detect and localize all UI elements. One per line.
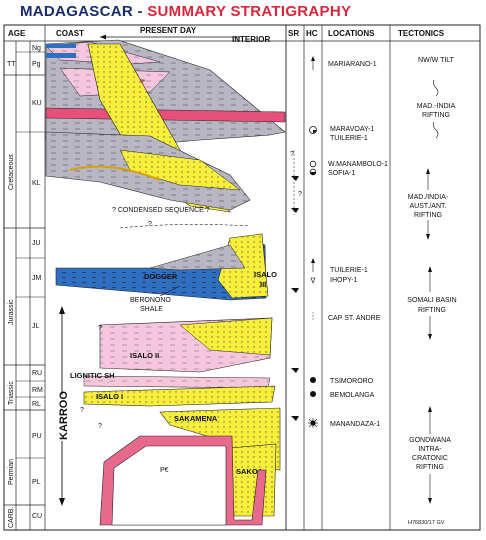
ku-red-band (45, 107, 286, 123)
epoch-rl: RL (32, 401, 41, 408)
tect-gondwana-3: CRATONIC (412, 455, 448, 462)
loc-bemolanga: BEMOLANGA (330, 392, 375, 399)
isalo-ii-label: ISALO II (130, 351, 159, 360)
tect-mad-india-2: RIFTING (422, 112, 450, 119)
sakoa-unit (229, 443, 277, 517)
hc-markers (308, 56, 318, 428)
chart-frame (3, 24, 481, 531)
tect-somali-2: RIFTING (418, 307, 446, 314)
loc-tuilerie-2: TUILERIE-1 (330, 267, 368, 274)
epoch-cu: CU (32, 513, 42, 520)
svg-text:?: ? (290, 151, 294, 158)
epoch-jm: JM (32, 275, 42, 282)
epoch-ru: RU (32, 370, 42, 377)
epoch-ng: Ng (32, 45, 41, 52)
basement-inner (111, 445, 227, 526)
loc-tsimororo: TSIMORORO (330, 378, 374, 385)
question-mark-4: ? (98, 423, 102, 430)
sakamena-label: SAKAMENA (174, 414, 218, 423)
epoch-jl: JL (32, 323, 40, 330)
header-present-day: PRESENT DAY (140, 26, 197, 35)
loc-maravoay: MARAVOAY-1 (330, 126, 374, 133)
question-mark-2: ? (98, 325, 102, 332)
period-permian: Permian (8, 459, 15, 485)
figure-id: H76830/17 GV (408, 520, 445, 526)
beronono-label-1: BERONONO (130, 297, 171, 304)
tect-gondwana-2: INTRA- (418, 446, 442, 453)
tect-mad-aust-3: RIFTING (414, 212, 442, 219)
tect-mad-aust-2: AUST./ANT. (410, 203, 447, 210)
figure-title: MADAGASCAR - SUMMARY STRATIGRAPHY (20, 3, 351, 20)
header-sr: SR (288, 29, 299, 38)
header-tectonics: TECTONICS (398, 29, 445, 38)
tect-mad-aust-1: MAD./INDIA- (408, 194, 449, 201)
period-cretaceous: Cretaceous (8, 154, 15, 190)
dogger-label: DOGGER (144, 272, 178, 281)
period-tertiary: TT (7, 61, 16, 68)
title-part1: MADAGASCAR - (20, 3, 148, 20)
epoch-pl: PL (32, 479, 41, 486)
loc-sofia: SOFIA-1 (328, 170, 355, 177)
period-triassic: Triassic (8, 381, 15, 405)
epoch-pg: Pg (32, 61, 41, 68)
title-part2: SUMMARY STRATIGRAPHY (147, 3, 352, 20)
epoch-ju: JU (32, 240, 41, 247)
precambrian-label: P€ (160, 467, 169, 474)
period-jurassic: Jurassic (8, 299, 15, 325)
tect-gondwana-4: RIFTING (416, 464, 444, 471)
header-hc: HC (306, 29, 318, 38)
svg-text:?: ? (298, 191, 302, 198)
epoch-kl: KL (32, 180, 41, 187)
beronono-label-2: SHALE (140, 306, 163, 313)
header-interior: INTERIOR (232, 35, 270, 44)
loc-cap-st-andre: CAP ST. ANDRE (328, 315, 381, 322)
tect-somali-1: SOMALI BASIN (407, 297, 456, 304)
loc-tuilerie-1: TUILERIE-1 (330, 135, 368, 142)
sr-flags (291, 176, 299, 421)
condensed-sequence-label: ? CONDENSED SEQUENCE ? (112, 207, 210, 214)
isalo-i-label: ISALO I (96, 392, 123, 401)
epoch-ku: KU (32, 100, 42, 107)
loc-manandaza: MANANDAZA-1 (330, 421, 380, 428)
isalo-i-unit (83, 385, 276, 407)
period-carb: CARB. (8, 507, 15, 528)
epoch-pu: PU (32, 433, 42, 440)
tect-gondwana-1: GONDWANA (409, 437, 451, 444)
loc-w-manambolo: W.MANAMBOLO-1 (328, 161, 388, 168)
lignitic-shale-label: LIGNITIC SH (70, 371, 115, 380)
isalo-iii-label-2: III (260, 280, 266, 289)
isalo-iii-label-1: ISALO (254, 270, 277, 279)
question-mark-1: ? (148, 221, 152, 228)
loc-ihopy: IHOPY-1 (330, 277, 357, 284)
sakoa-label: SAKOA (236, 467, 264, 476)
header-age: AGE (8, 29, 26, 38)
karroo-label: KARROO (58, 391, 70, 440)
loc-mariarano: MARIARANO-1 (328, 61, 377, 68)
tect-nw-tilt: NW/W TILT (418, 57, 455, 64)
epoch-rm: RM (32, 387, 43, 394)
question-mark-3: ? (80, 407, 84, 414)
header-coast: COAST (56, 29, 84, 38)
tect-mad-india-1: MAD.-INDIA (417, 103, 456, 110)
header-locations: LOCATIONS (328, 29, 375, 38)
